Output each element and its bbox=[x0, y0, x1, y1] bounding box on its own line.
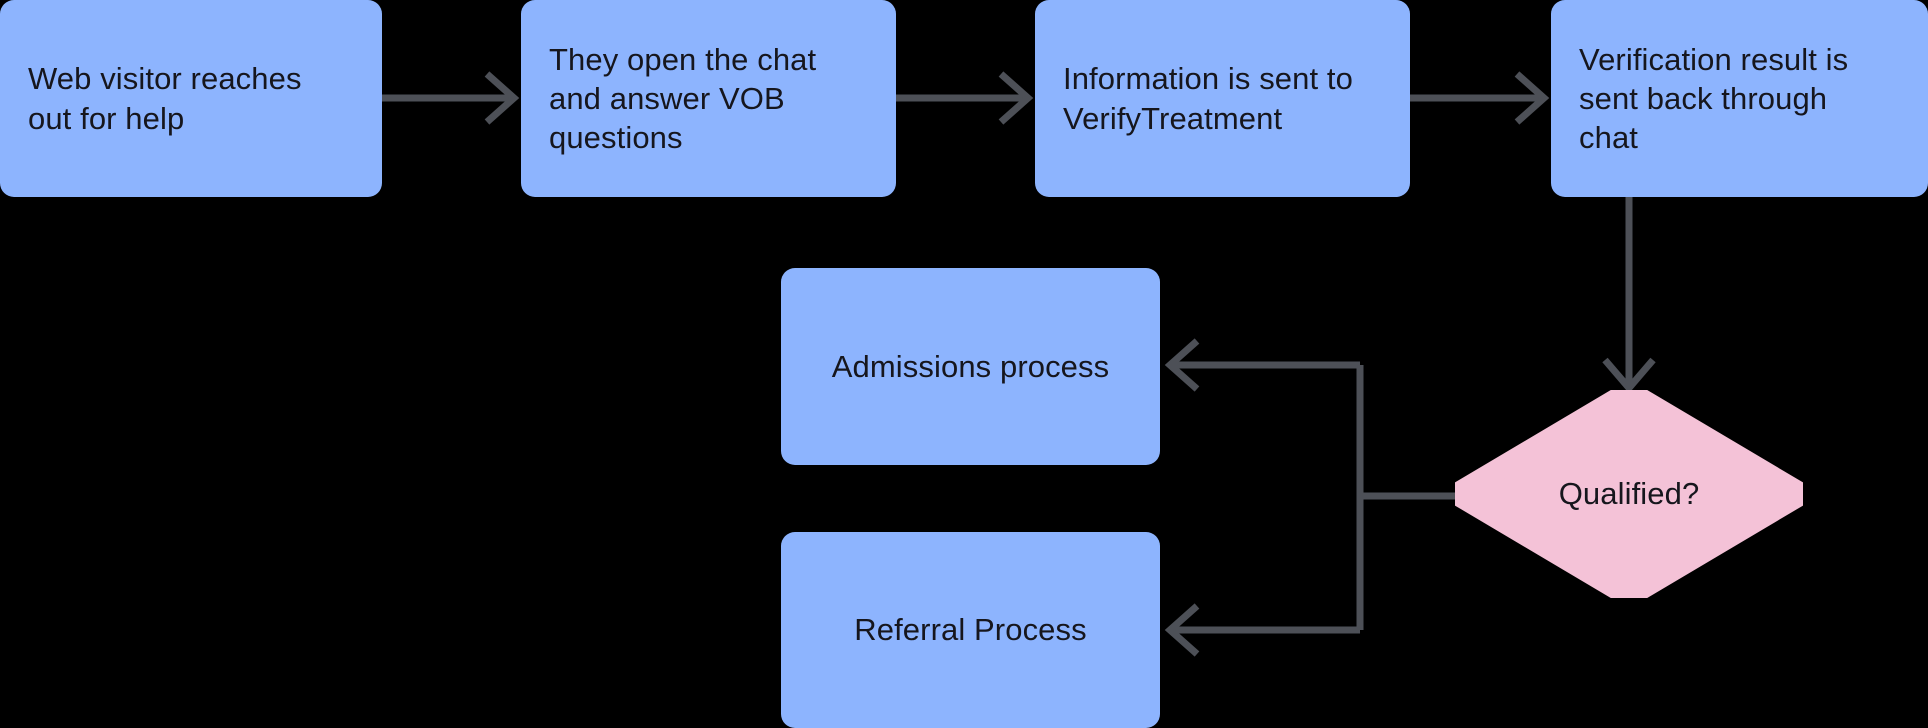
edge-n1-to-n2 bbox=[382, 71, 520, 125]
node-label: Verification result is sent back through… bbox=[1579, 41, 1849, 156]
edge-n5-to-branches bbox=[1164, 338, 1455, 657]
node-verification-result-sent-back[interactable]: Verification result is sent back through… bbox=[1551, 0, 1928, 197]
node-open-chat-answer-vob[interactable]: They open the chat and answer VOB questi… bbox=[521, 0, 896, 197]
node-label: Web visitor reaches out for help bbox=[28, 61, 302, 136]
node-label: Admissions process bbox=[831, 348, 1110, 384]
node-qualified-decision[interactable]: Qualified? bbox=[1455, 390, 1803, 598]
node-web-visitor-reaches-out[interactable]: Web visitor reaches out for help bbox=[0, 0, 382, 197]
node-referral-process[interactable]: Referral Process bbox=[781, 532, 1160, 728]
edge-n2-to-n3 bbox=[896, 71, 1034, 125]
node-admissions-process[interactable]: Admissions process bbox=[781, 268, 1160, 465]
node-label: Referral Process bbox=[854, 612, 1087, 648]
edge-n4-to-n5 bbox=[1602, 197, 1656, 394]
node-label: Qualified? bbox=[1558, 476, 1700, 511]
edge-n3-to-n4 bbox=[1410, 71, 1550, 125]
node-label: They open the chat and answer VOB questi… bbox=[549, 41, 817, 156]
node-information-sent-to-verifytreatment[interactable]: Information is sent to VerifyTreatment bbox=[1035, 0, 1410, 197]
diamond-shape bbox=[1455, 390, 1803, 598]
node-label: Information is sent to VerifyTreatment bbox=[1063, 61, 1353, 136]
